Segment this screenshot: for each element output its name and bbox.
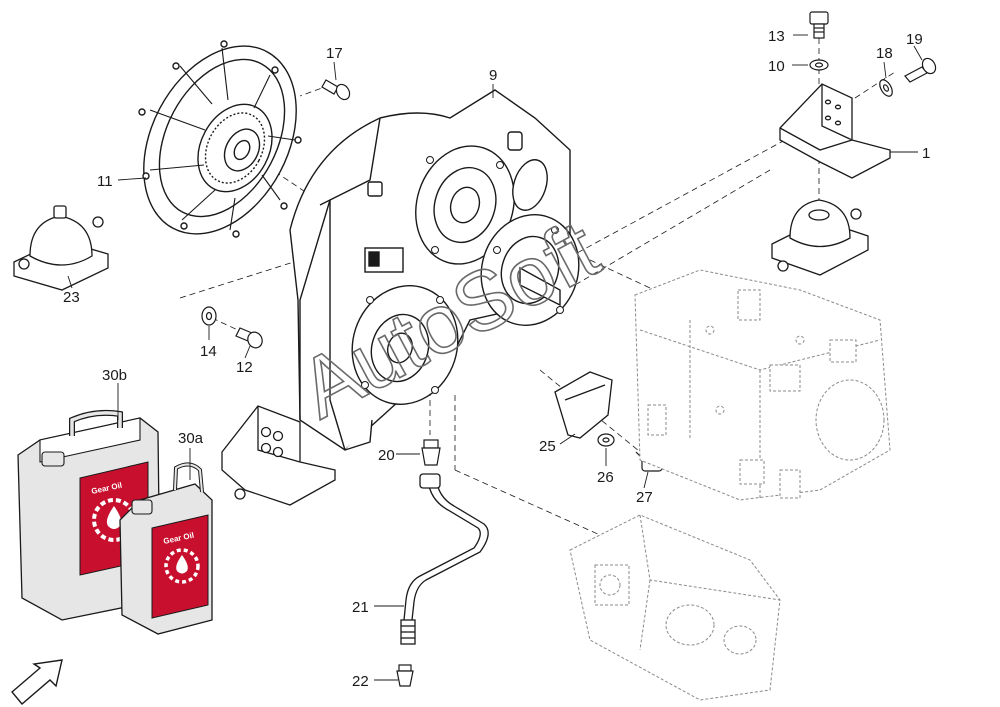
part-21-oil-pipe <box>400 473 489 645</box>
callout-30a: 30a <box>178 430 204 447</box>
leader-lines <box>67 34 923 681</box>
direction-arrow-icon <box>11 659 63 705</box>
callout-26: 26 <box>597 469 614 486</box>
part-17-screw <box>321 79 351 101</box>
gear-oil-drop-icon <box>164 548 200 584</box>
part-23-rubber-mount <box>13 205 109 291</box>
part-1-mounting-bracket <box>779 83 891 179</box>
callout-23: 23 <box>63 289 80 306</box>
part-13-bolt <box>809 11 829 39</box>
part-14-washer <box>201 306 217 326</box>
part-18-washer <box>879 79 893 97</box>
callout-9: 9 <box>489 67 497 84</box>
part-10-washer <box>809 59 829 71</box>
part-12-screw <box>235 327 263 349</box>
callout-17: 17 <box>326 45 343 62</box>
part-11-flywheel-coupling <box>138 40 302 238</box>
part-19-screw <box>904 57 937 83</box>
ghost-hydraulic-valve-block <box>634 269 891 501</box>
callout-20: 20 <box>378 447 395 464</box>
part-22-fitting <box>396 664 414 687</box>
callout-14: 14 <box>200 343 217 360</box>
callout-27: 27 <box>636 489 653 506</box>
callout-18: 18 <box>876 45 893 62</box>
part-25-cover-plate <box>554 371 613 439</box>
part-20-fitting <box>421 439 441 466</box>
callout-25: 25 <box>539 438 556 455</box>
callout-labels: 13 10 18 19 1 9 17 11 23 14 12 20 21 22 … <box>63 28 930 690</box>
callout-22: 22 <box>352 673 369 690</box>
part-9-gearbox-housing <box>289 89 580 451</box>
part-26-washer <box>597 433 615 447</box>
callout-21: 21 <box>352 599 369 616</box>
callout-30b: 30b <box>102 367 127 384</box>
callout-11: 11 <box>97 173 113 190</box>
part-rubber-mount-right <box>771 199 869 276</box>
callout-19: 19 <box>906 31 923 48</box>
part-30b-oil-canister: Gear Oil <box>17 409 161 621</box>
part-30a-oil-bottle: Gear Oil <box>119 462 213 635</box>
part-gearbox-mount-bracket <box>221 405 336 506</box>
ghost-hydraulic-pump <box>569 514 781 701</box>
callout-13: 13 <box>768 28 785 45</box>
callout-12: 12 <box>236 359 253 376</box>
callout-10: 10 <box>768 58 785 75</box>
callout-1: 1 <box>922 145 930 162</box>
